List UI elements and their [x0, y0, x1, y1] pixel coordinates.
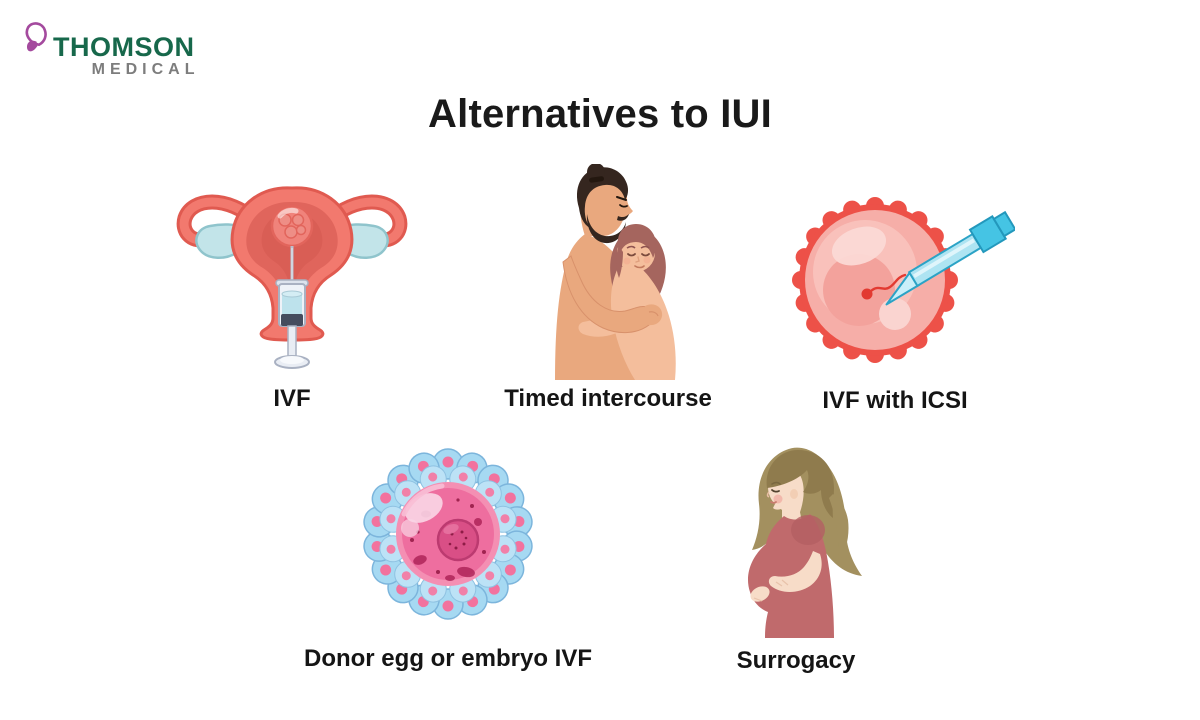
brand-logo-text: THOMSON MEDICAL	[53, 34, 195, 79]
pregnant-woman-illustration	[747, 447, 862, 638]
butterfly-icon	[25, 22, 47, 52]
item-label-ivf-with-icsi: IVF with ICSI	[822, 387, 968, 414]
item-label-surrogacy: Surrogacy	[736, 647, 856, 674]
donor-egg-cell-illustration	[363, 448, 533, 620]
egg-cell-injection-illustration	[792, 197, 1015, 363]
alternative-item-ivf-with-icsi: IVF with ICSI	[775, 182, 1015, 413]
page-title: Alternatives to IUI	[428, 92, 772, 136]
item-label-donor-egg: Donor egg or embryo IVF	[303, 645, 593, 672]
brand-logo: THOMSON MEDICAL	[24, 18, 195, 79]
alternative-item-surrogacy: Surrogacy	[726, 442, 866, 673]
alternative-item-donor-egg: Donor egg or embryo IVF	[304, 444, 592, 671]
alternative-item-ivf: IVF	[172, 168, 412, 411]
item-label-ivf: IVF	[273, 385, 311, 412]
brand-subname: MEDICAL	[91, 61, 200, 78]
brand-name: THOMSON	[53, 32, 195, 62]
embracing-couple-illustration	[555, 164, 676, 380]
item-label-timed-intercourse: Timed intercourse	[504, 385, 712, 412]
alternative-item-timed-intercourse: Timed intercourse	[504, 164, 712, 411]
uterus-insemination-illustration	[172, 186, 412, 369]
